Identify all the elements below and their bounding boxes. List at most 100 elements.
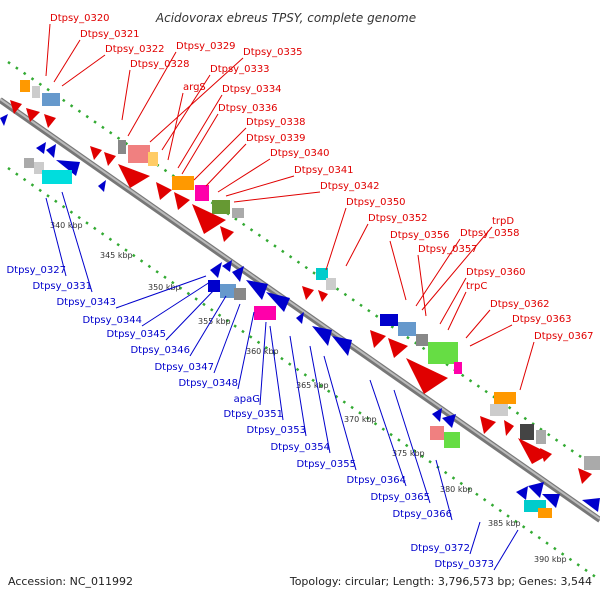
gene-label[interactable]: Dtpsy_0342 (320, 181, 380, 192)
gene-feature (128, 145, 150, 163)
gene-arrow (46, 144, 56, 158)
label-leader-line (323, 355, 357, 471)
gene-label[interactable]: Dtpsy_0335 (243, 47, 303, 58)
gene-arrow (192, 204, 226, 234)
gene-label[interactable]: Dtpsy_0333 (210, 64, 270, 75)
label-leader-line (435, 459, 453, 521)
label-leader-line (447, 291, 467, 331)
gene-label[interactable]: Dtpsy_0338 (246, 117, 306, 128)
gene-label[interactable]: Dtpsy_0328 (130, 59, 190, 70)
gene-label[interactable]: Dtpsy_0348 (178, 378, 238, 389)
gene-label[interactable]: Dtpsy_0353 (246, 425, 306, 436)
gene-label[interactable]: argS (183, 82, 206, 93)
label-leader-line (465, 309, 491, 339)
map-title: Acidovorax ebreus TPSY, complete genome (155, 11, 416, 25)
gene-arrow (246, 280, 268, 300)
label-leader-line (237, 311, 255, 390)
gene-label[interactable]: Dtpsy_0356 (390, 230, 450, 241)
gene-label[interactable]: Dtpsy_0321 (80, 29, 140, 40)
label-leader-line (469, 521, 481, 555)
label-leader-line (181, 113, 219, 175)
gene-label[interactable]: trpD (492, 216, 514, 227)
gene-arrow (406, 358, 448, 394)
kbp-tick-label: 370 kbp (344, 415, 377, 424)
gene-feature (380, 314, 398, 326)
label-leader-line (149, 57, 244, 143)
gene-label[interactable]: Dtpsy_0351 (223, 409, 283, 420)
kbp-tick-label: 380 kbp (440, 485, 473, 494)
gene-label[interactable]: Dtpsy_0336 (218, 103, 278, 114)
gene-label[interactable]: Dtpsy_0327 (6, 265, 66, 276)
gene-arrow (504, 420, 514, 436)
gene-arrow (388, 338, 408, 358)
gene-label[interactable]: Dtpsy_0345 (106, 329, 166, 340)
gene-arrow (518, 438, 550, 464)
gene-label[interactable]: Dtpsy_0358 (460, 228, 520, 239)
gene-label[interactable]: Dtpsy_0362 (490, 299, 550, 310)
gene-feature (172, 176, 194, 190)
label-leader-line (325, 207, 347, 271)
gene-label[interactable]: Dtpsy_0320 (50, 13, 110, 24)
gene-arrow (516, 486, 528, 500)
gene-label[interactable]: Dtpsy_0352 (368, 213, 428, 224)
gene-label[interactable]: Dtpsy_0357 (418, 244, 478, 255)
gene-label[interactable]: Dtpsy_0364 (346, 475, 406, 486)
kbp-tick-label: 350 kbp (148, 283, 181, 292)
label-leader-line (193, 127, 247, 181)
gene-label[interactable]: Dtpsy_0372 (410, 543, 470, 554)
gene-arrow (98, 180, 106, 192)
topology-text: Topology: circular; Length: 3,796,573 bp… (289, 575, 592, 588)
gene-label[interactable]: Dtpsy_0334 (222, 84, 282, 95)
gene-label[interactable]: Dtpsy_0340 (270, 148, 330, 159)
label-leader-line (127, 51, 177, 137)
gene-label[interactable]: apaG (234, 394, 260, 405)
gene-label[interactable]: Dtpsy_0347 (154, 362, 214, 373)
gene-label[interactable]: Dtpsy_0343 (56, 297, 116, 308)
gene-arrow (10, 100, 22, 114)
gene-label[interactable]: Dtpsy_0367 (534, 331, 594, 342)
gene-label[interactable]: Dtpsy_0331 (32, 281, 92, 292)
gene-feature (34, 162, 44, 174)
gene-label[interactable]: Dtpsy_0366 (392, 509, 452, 520)
gene-feature (494, 392, 516, 404)
gene-label[interactable]: trpC (466, 281, 487, 292)
gene-label[interactable]: Dtpsy_0360 (466, 267, 526, 278)
accession-text: Accession: NC_011992 (8, 575, 133, 588)
gene-feature (520, 424, 534, 440)
gene-arrow (118, 164, 150, 188)
gene-arrow (442, 414, 456, 428)
gene-label[interactable]: Dtpsy_0339 (246, 133, 306, 144)
gene-label[interactable]: Dtpsy_0350 (346, 197, 406, 208)
gene-feature (584, 456, 600, 470)
gene-label[interactable]: Dtpsy_0363 (512, 314, 572, 325)
label-leader-line (393, 389, 431, 504)
kbp-tick-label: 375 kbp (392, 449, 425, 458)
gene-label[interactable]: Dtpsy_0373 (434, 559, 494, 570)
gene-arrow (318, 290, 328, 302)
gene-label[interactable]: Dtpsy_0354 (270, 442, 330, 453)
gene-label[interactable]: Dtpsy_0329 (176, 41, 236, 52)
gene-arrow (302, 286, 314, 300)
gene-label[interactable]: Dtpsy_0346 (130, 345, 190, 356)
gene-feature (42, 93, 60, 106)
label-leader-line (269, 325, 284, 421)
label-leader-line (205, 143, 247, 187)
gene-label[interactable]: Dtpsy_0365 (370, 492, 430, 503)
gene-label[interactable]: Dtpsy_0355 (296, 459, 356, 470)
gene-feature (195, 185, 209, 201)
gene-label[interactable]: Dtpsy_0322 (105, 44, 165, 55)
gene-feature (254, 306, 276, 320)
genome-backbone-highlight (0, 98, 600, 520)
gene-feature (208, 280, 220, 292)
gene-arrow (480, 416, 496, 434)
gene-arrow (296, 312, 304, 324)
label-leader-line (259, 321, 267, 406)
gene-arrow (90, 146, 102, 160)
gene-label[interactable]: Dtpsy_0344 (82, 315, 142, 326)
gene-arrow (26, 108, 40, 122)
gene-label[interactable]: Dtpsy_0341 (294, 165, 354, 176)
gene-feature (220, 284, 236, 298)
kbp-tick-label: 390 kbp (534, 555, 567, 564)
label-leader-line (493, 529, 519, 571)
